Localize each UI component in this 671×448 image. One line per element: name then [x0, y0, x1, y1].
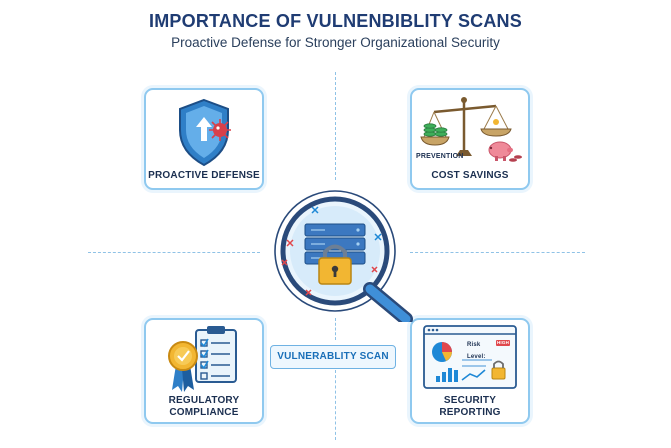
shield-upload-icon [179, 98, 231, 167]
card-proactive-defense: PROACTIVE DEFENSE [144, 88, 264, 190]
connector-bottom-2 [335, 370, 336, 440]
scale-label-prevention: PREVENTION [416, 153, 464, 160]
card-security-reporting: Risk Level: HIGH SECURITY REPORTING [410, 318, 530, 424]
card-label-regulatory: REGULATORY [168, 395, 240, 406]
card-regulatory-compliance: REGULATORY COMPLIANCE [144, 318, 264, 424]
card-label-cost-savings: COST SAVINGS [431, 170, 509, 181]
balance-scale-icon [420, 97, 522, 162]
card-label-security: SECURITY [443, 395, 497, 406]
card-label-reporting: REPORTING [439, 407, 501, 418]
connector-bottom [335, 318, 336, 340]
clipboard-checklist-icon [168, 326, 237, 392]
risk-level-badge: HIGH [496, 340, 510, 346]
connector-left [88, 252, 260, 253]
vulnerability-scan-label: VULNERABLITY SCAN [270, 345, 396, 369]
page-title: IMPORTANCE OF VULNENBIBLITY SCANS [149, 11, 522, 31]
risk-level-label: Risk Level: [467, 342, 486, 360]
card-label-compliance: COMPLIANCE [169, 407, 239, 418]
magnifier-server-lock-icon [274, 190, 413, 322]
connector-right [410, 252, 585, 253]
card-cost-savings: PREVENTION COST SAVINGS [410, 88, 530, 190]
report-dashboard-icon [423, 325, 517, 389]
padlock-icon [318, 244, 352, 285]
connector-top [335, 72, 336, 180]
page-subtitle: Proactive Defense for Stronger Organizat… [171, 35, 500, 50]
card-label-proactive-defense: PROACTIVE DEFENSE [148, 170, 260, 181]
